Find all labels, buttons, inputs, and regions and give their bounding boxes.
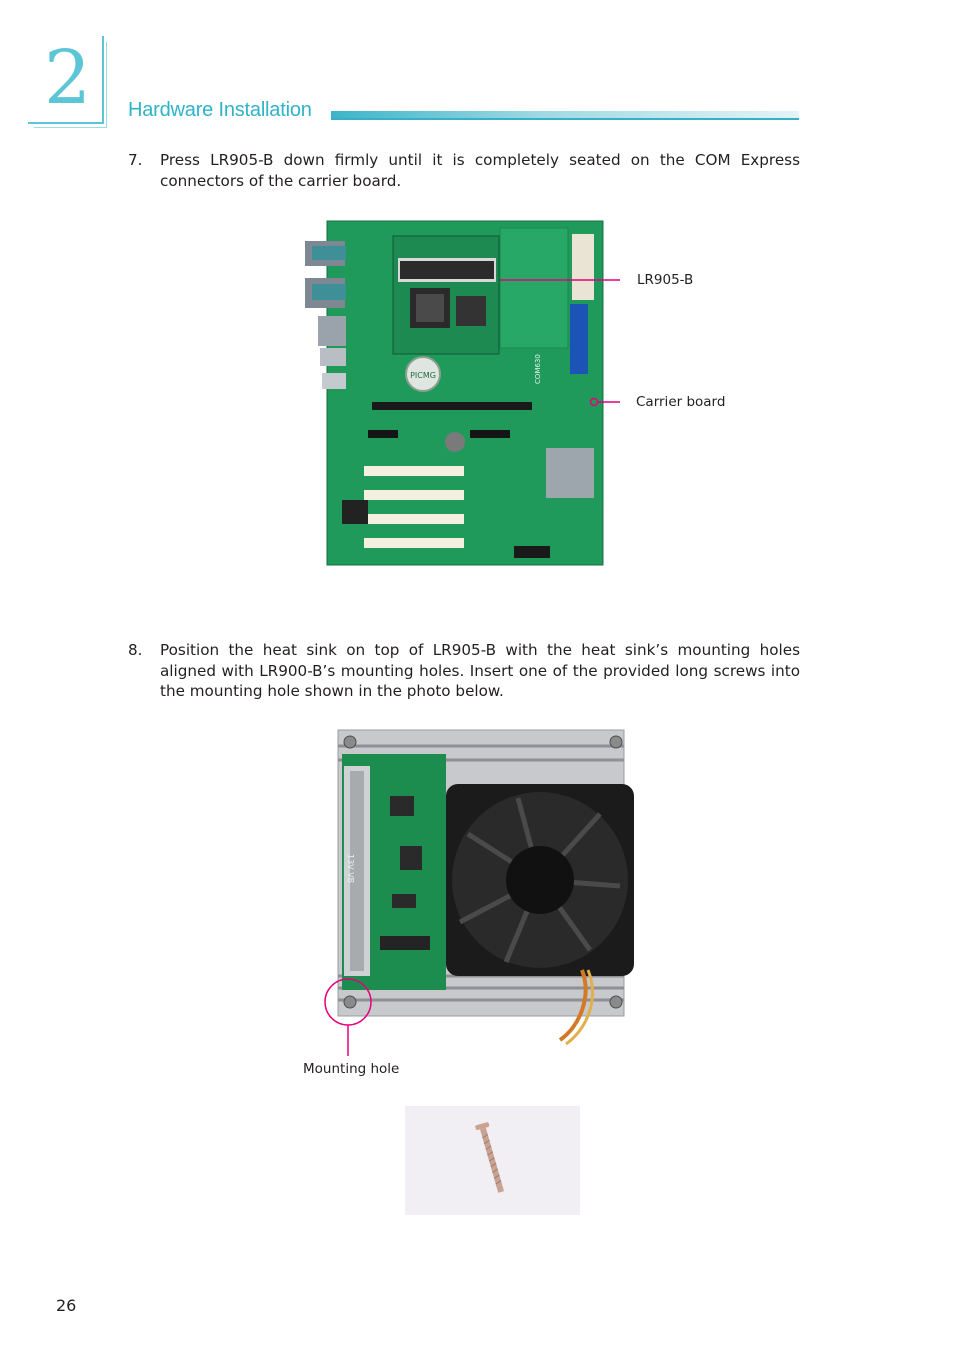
picmg-logo-text: PICMG	[410, 371, 436, 380]
section-title: Hardware Installation	[128, 99, 312, 121]
module-silkscreen: 13V VB	[346, 854, 355, 883]
heat-sink-photo: 13V VB	[337, 729, 634, 1046]
chapter-frame-line	[28, 122, 104, 124]
page-number: 26	[56, 1296, 77, 1315]
callout-label-mounting-hole: Mounting hole	[303, 1061, 400, 1077]
board-id-silkscreen: COM630	[534, 354, 542, 384]
callout-label-lr905b: LR905-B	[637, 272, 694, 288]
step-text: Position the heat sink on top of LR905-B…	[160, 641, 800, 700]
chapter-frame-line	[102, 36, 104, 124]
long-screw-photo	[405, 1106, 580, 1215]
chapter-number: 2	[44, 35, 92, 121]
mounting-hole-callout	[324, 978, 372, 1056]
step-7: 7. Press LR905-B down firmly until it is…	[128, 150, 800, 191]
title-bar	[331, 111, 799, 120]
title-bar-line	[331, 118, 799, 120]
carrier-board-photo: PICMG COM630	[305, 220, 620, 566]
step-number: 7.	[128, 151, 143, 169]
step-text: Press LR905-B down firmly until it is co…	[160, 151, 800, 190]
chapter-frame-line	[106, 42, 107, 128]
chapter-frame-line	[34, 127, 107, 128]
callout-label-carrier-board: Carrier board	[636, 394, 726, 410]
step-number: 8.	[128, 641, 143, 659]
step-8: 8. Position the heat sink on top of LR90…	[128, 640, 800, 702]
